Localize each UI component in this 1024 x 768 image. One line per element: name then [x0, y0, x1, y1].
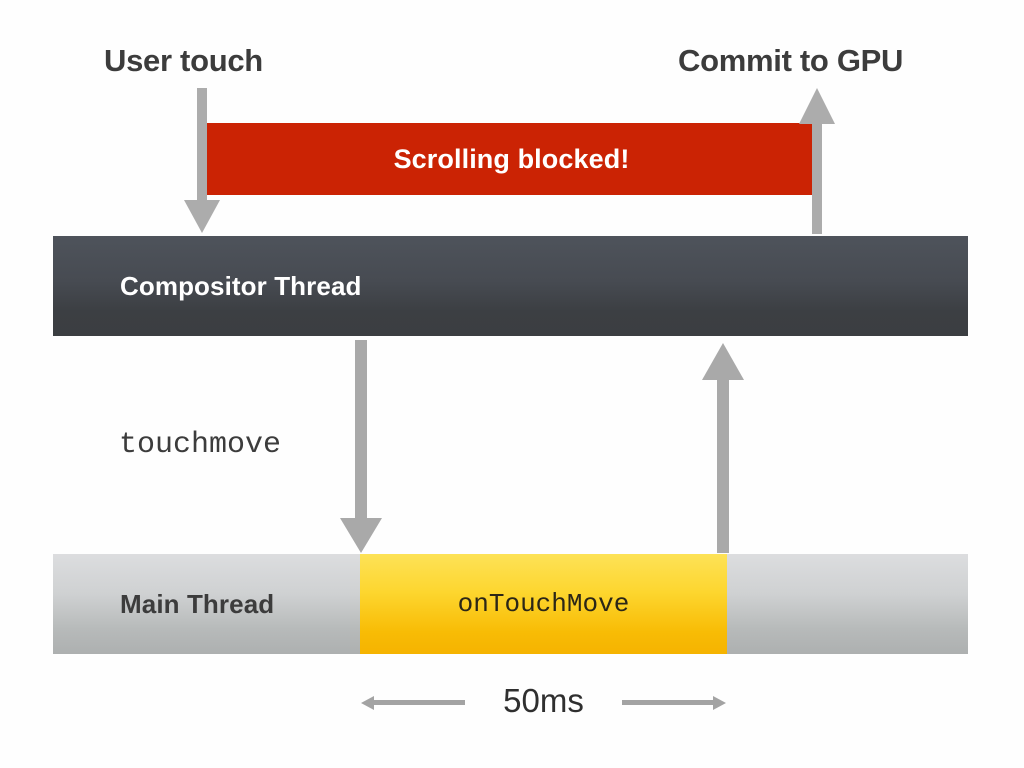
commit-to-gpu-label: Commit to GPU — [678, 43, 904, 78]
arrow-handler-return-up-icon — [702, 343, 744, 553]
scrolling-blocked-bar: Scrolling blocked! — [207, 123, 816, 195]
arrow-touchmove-down-icon — [340, 340, 382, 553]
user-touch-label: User touch — [104, 43, 263, 78]
compositor-thread-bar: Compositor Thread — [53, 236, 968, 336]
ontouchmove-task-block: onTouchMove — [360, 554, 727, 654]
scrolling-blocked-label: Scrolling blocked! — [393, 143, 630, 174]
compositor-thread-label: Compositor Thread — [120, 270, 362, 301]
touchmove-event-label: touchmove — [119, 428, 282, 462]
main-thread-label: Main Thread — [120, 588, 275, 619]
ontouchmove-task-label: onTouchMove — [457, 589, 630, 619]
main-thread-bar: Main Thread onTouchMove — [53, 554, 968, 654]
duration-measure: 50ms — [360, 680, 727, 728]
duration-measure-label: 50ms — [503, 682, 584, 719]
